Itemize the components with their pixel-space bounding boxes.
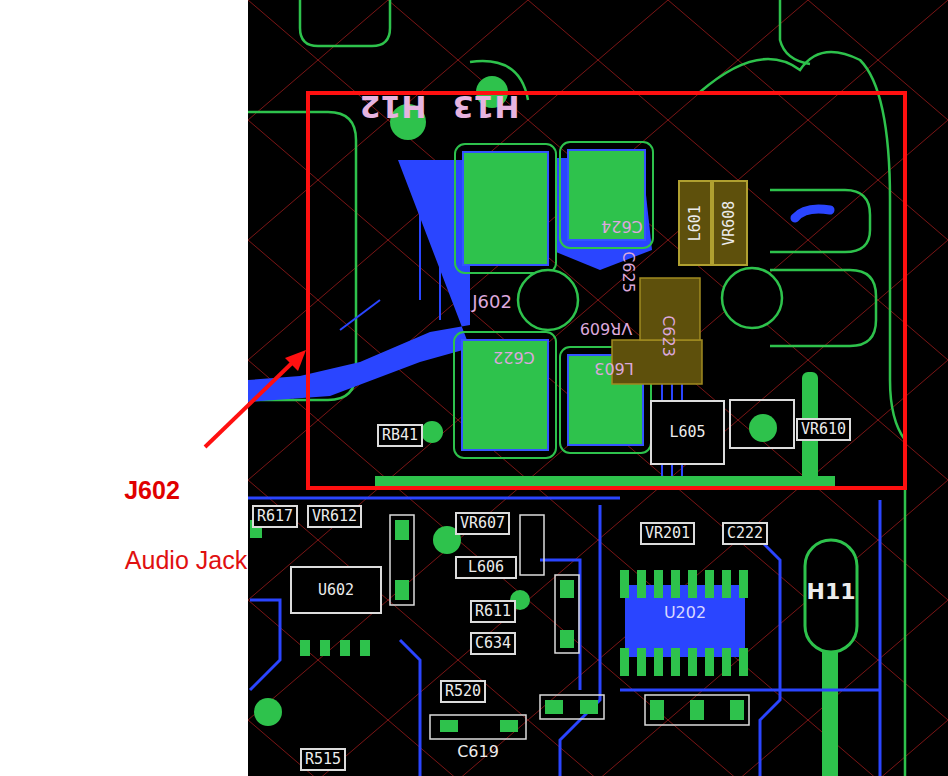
component-outline: C222 <box>722 522 768 545</box>
callout-title: J602 <box>124 477 180 505</box>
part-designator: VR607 <box>460 515 505 532</box>
component-outline: VR608 <box>712 180 748 266</box>
part-designator: R617 <box>257 508 293 525</box>
part-designator: C625 <box>619 251 637 293</box>
leader-arrow <box>205 362 293 447</box>
part-designator: C222 <box>727 525 763 542</box>
part-designator: VR612 <box>312 508 357 525</box>
part-designator: C623 <box>659 315 677 357</box>
copper-trace <box>795 209 830 218</box>
part-designator: C634 <box>475 635 511 652</box>
part-designator: C624 <box>601 217 643 235</box>
component-outline: L605 <box>650 400 725 465</box>
part-designator: C622 <box>493 348 535 366</box>
board-ground <box>248 0 948 776</box>
part-designator: L601 <box>687 205 704 241</box>
callout-text: Audio Jack <box>125 547 247 575</box>
component-outline: L601 <box>678 180 712 266</box>
part-designator: C619 <box>457 743 499 761</box>
component-outline: L606 <box>455 556 517 579</box>
component-outline: R617 <box>252 505 298 528</box>
crosshatch <box>248 0 948 776</box>
h11-pad <box>805 540 857 652</box>
component-outline: R611 <box>470 600 516 623</box>
part-designator: R611 <box>475 603 511 620</box>
board-outline <box>248 0 905 776</box>
part-designator: U202 <box>664 604 706 622</box>
part-designator: VR201 <box>645 525 690 542</box>
component-outline <box>390 515 749 739</box>
component-outline: R515 <box>300 748 346 771</box>
part-designator: VR608 <box>722 200 739 245</box>
arrow-head <box>285 350 306 371</box>
copper-bar <box>822 650 838 776</box>
part-designator: L603 <box>594 359 633 377</box>
component-outline: VR201 <box>640 522 695 545</box>
copper-pour <box>248 160 470 402</box>
ic-pin <box>620 570 748 676</box>
part-designator: RB41 <box>382 427 418 444</box>
component-outline: VR612 <box>307 505 362 528</box>
via <box>254 76 777 726</box>
highlight-box <box>308 93 905 488</box>
hole-name: H13 <box>453 90 520 123</box>
part-designator: L605 <box>669 424 705 441</box>
component-outline <box>730 400 794 448</box>
part-designator: U602 <box>318 582 354 599</box>
component-outline: VR607 <box>455 512 510 535</box>
component-outline: C634 <box>470 632 516 655</box>
component-outline: RB41 <box>377 424 423 447</box>
part-designator: J602 <box>472 292 512 312</box>
component-outline: R520 <box>440 680 486 703</box>
component-outline: U602 <box>290 566 382 614</box>
part-designator: R520 <box>445 683 481 700</box>
hole-name: H12 <box>360 90 427 123</box>
jack-pad <box>454 142 653 458</box>
component-outline: VR610 <box>796 418 851 441</box>
part-designator: R515 <box>305 751 341 768</box>
part-designator: L606 <box>468 559 504 576</box>
part-designator: VR610 <box>801 421 846 438</box>
part-designator: VR609 <box>580 319 633 337</box>
hole-name: H11 <box>806 580 855 604</box>
copper-trace <box>248 498 880 776</box>
smd-pad <box>250 520 744 732</box>
